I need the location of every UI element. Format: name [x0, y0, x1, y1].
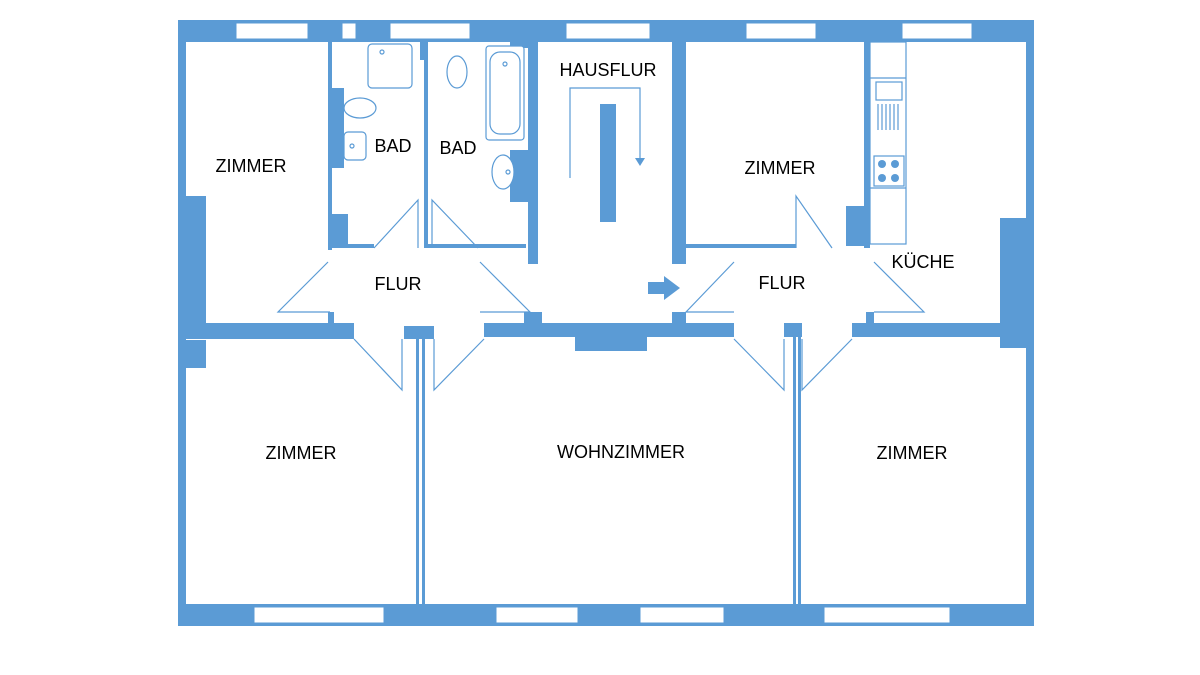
stairs-icon	[569, 87, 645, 222]
kitchen-sink-icon	[875, 81, 903, 130]
room-label-kueche: KÜCHE	[891, 252, 954, 272]
room-labels: ZIMMER BAD BAD HAUSFLUR ZIMMER KÜCHE FLU…	[216, 60, 955, 463]
room-label-flur-right: FLUR	[758, 273, 805, 293]
interior-walls	[186, 42, 1026, 604]
room-label-zimmer-top-right: ZIMMER	[745, 158, 816, 178]
kitchen-counter	[869, 41, 907, 245]
room-label-hausflur: HAUSFLUR	[559, 60, 656, 80]
room-label-zimmer-bottom-left: ZIMMER	[266, 443, 337, 463]
entrance-arrow-icon	[648, 276, 680, 300]
room-label-zimmer-bottom-right: ZIMMER	[877, 443, 948, 463]
room-label-bad-1: BAD	[374, 136, 411, 156]
windows	[235, 22, 973, 624]
sink-icon	[491, 154, 515, 190]
toilet-icon	[446, 55, 468, 89]
bathtub-icon	[485, 45, 525, 141]
shower-tray-icon	[367, 43, 413, 89]
sink-icon	[343, 131, 367, 161]
room-label-zimmer-top-left: ZIMMER	[216, 156, 287, 176]
stove-icon	[873, 155, 905, 187]
toilet-icon	[343, 97, 377, 119]
door-swings	[276, 194, 926, 392]
room-label-flur-left: FLUR	[374, 274, 421, 294]
room-label-bad-2: BAD	[439, 138, 476, 158]
room-label-wohnzimmer: WOHNZIMMER	[557, 442, 685, 462]
